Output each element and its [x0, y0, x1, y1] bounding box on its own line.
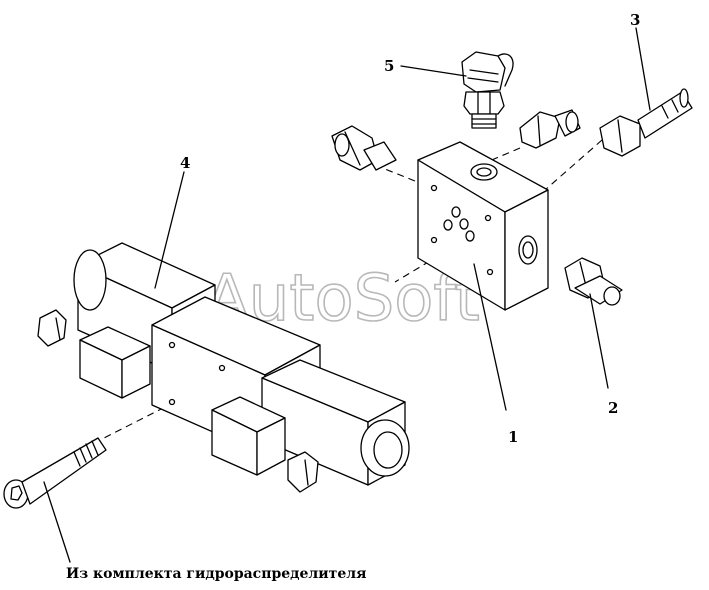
callout-2: 2: [608, 399, 618, 417]
callout-1: 1: [508, 428, 518, 446]
top-fitting: [519, 109, 581, 149]
hose-nipple: [599, 88, 693, 157]
left-fitting: [331, 125, 397, 171]
mounting-bolt: [3, 437, 107, 509]
callout-3: 3: [630, 11, 640, 29]
leader-lines: [43, 27, 651, 563]
callout-5: 5: [384, 57, 394, 75]
side-fitting: [564, 257, 623, 306]
caption: Из комплекта гидрораспределителя: [66, 566, 367, 582]
mounting-block: [417, 141, 549, 311]
solenoid-valve-assembly: [37, 242, 410, 493]
callout-4: 4: [180, 154, 190, 172]
vent-plug: [461, 51, 514, 129]
